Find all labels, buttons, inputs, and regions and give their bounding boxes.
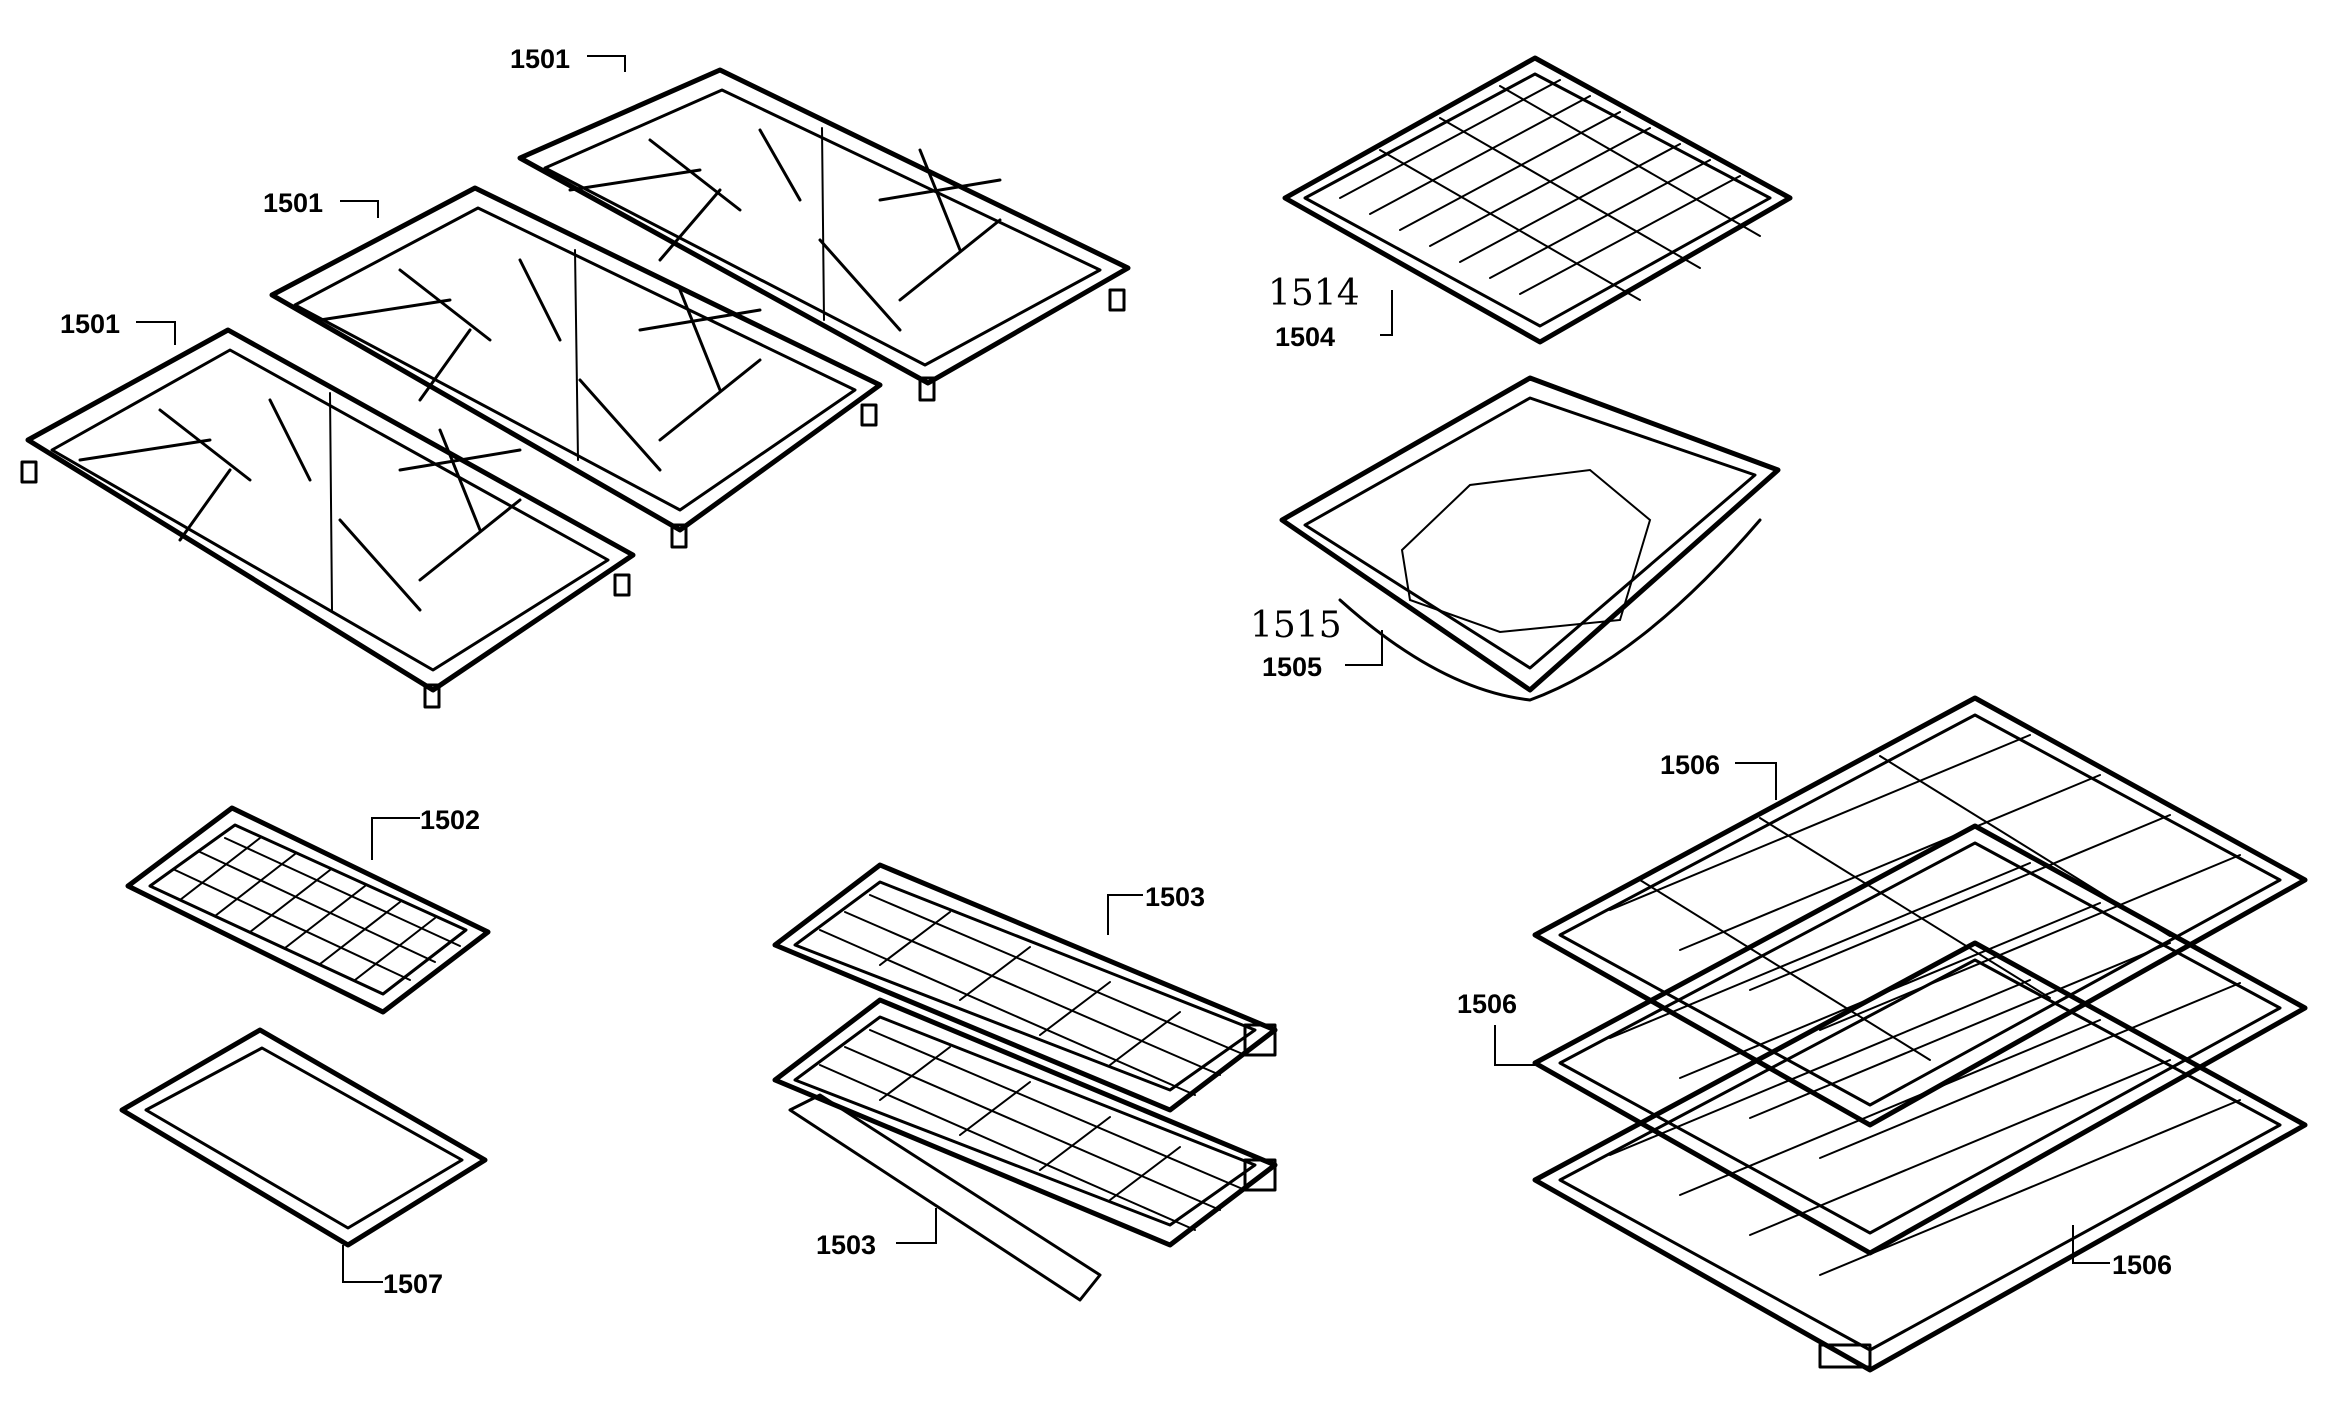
cooktop-grate-middle (269, 185, 883, 549)
label-grate-left: 1501 (60, 309, 120, 339)
label-perforated-pan: 1504 (1275, 322, 1335, 352)
label-broiler-insert: 1502 (420, 805, 480, 835)
leader-grate-middle (340, 200, 379, 218)
cooktop-grate-left (20, 327, 636, 709)
perforated-broiler-pan (1282, 55, 1793, 345)
oven-rack-upper (772, 862, 1278, 1113)
handwritten-label-perforated-pan: 1514 (1268, 273, 1360, 314)
leader-rack-set-middle (1494, 1025, 1535, 1066)
leader-rack-set-bottom (2072, 1225, 2110, 1264)
leader-broiler-insert (371, 817, 420, 860)
roasting-pan (1279, 375, 1781, 702)
cooktop-grate-top (517, 67, 1131, 402)
label-rack-lower: 1503 (816, 1230, 876, 1260)
rack-set-bottom (1532, 940, 2308, 1373)
oven-rack-lower (772, 997, 1278, 1302)
leader-rack-lower (896, 1208, 937, 1244)
leader-rack-set-top (1735, 762, 1777, 800)
leader-rack-upper (1107, 894, 1143, 935)
label-broiler-pan: 1507 (383, 1269, 443, 1299)
broiler-pan (119, 1027, 488, 1248)
label-roasting-pan: 1505 (1262, 652, 1322, 682)
label-rack-set-middle: 1506 (1457, 989, 1517, 1019)
leader-grate-left (136, 321, 176, 345)
handwritten-label-roasting-pan: 1515 (1250, 605, 1342, 646)
label-rack-upper: 1503 (1145, 882, 1205, 912)
leader-perforated-pan (1380, 290, 1393, 336)
label-grate-top: 1501 (510, 44, 570, 74)
leader-broiler-pan (342, 1245, 383, 1283)
label-rack-set-top: 1506 (1660, 750, 1720, 780)
leader-grate-top (587, 55, 626, 72)
leader-roasting-pan (1345, 630, 1383, 666)
broiler-pan-insert (125, 805, 491, 1015)
label-grate-middle: 1501 (263, 188, 323, 218)
label-rack-set-bottom: 1506 (2112, 1250, 2172, 1280)
